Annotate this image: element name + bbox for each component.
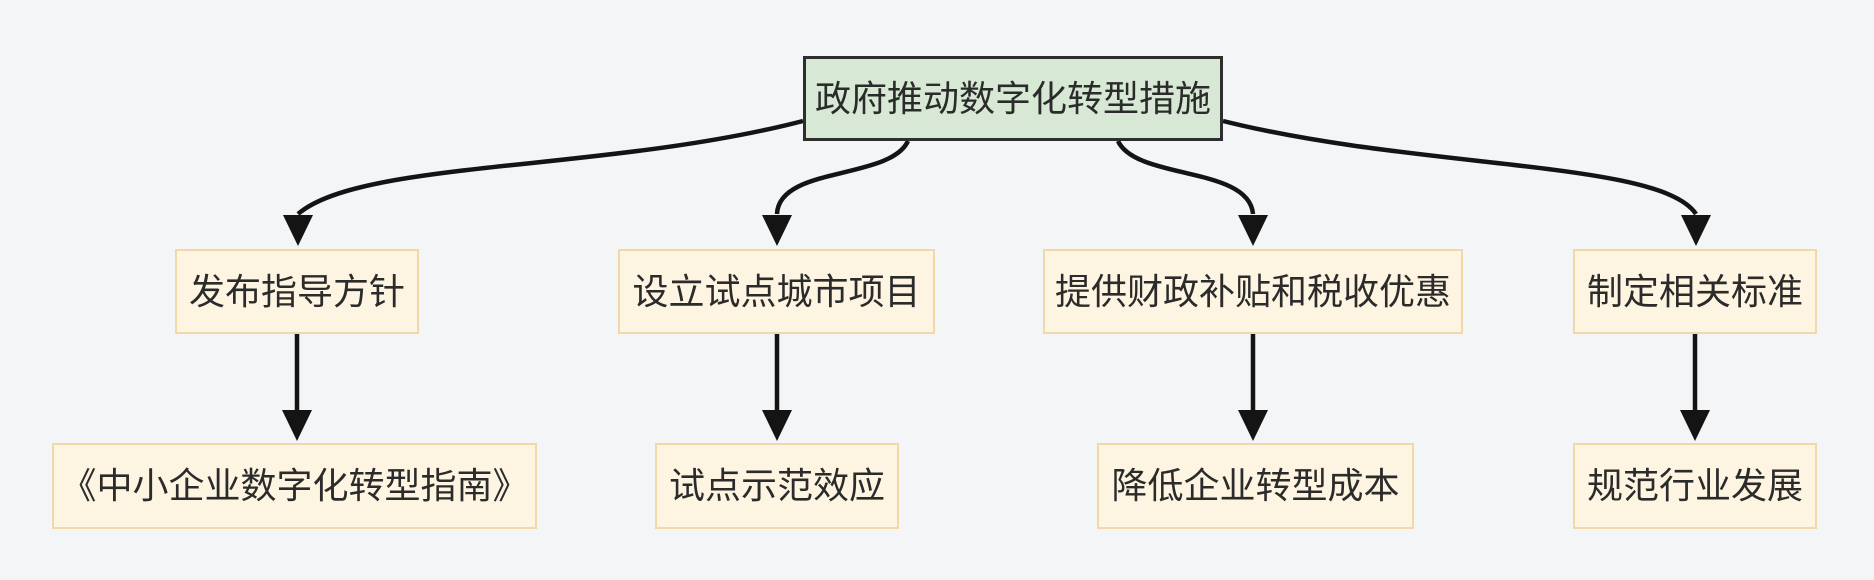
arrowhead-b3-icon <box>1238 410 1268 441</box>
arrowhead-a4-icon <box>1681 215 1711 246</box>
node-label: 设立试点城市项目 <box>632 270 921 312</box>
edge-root-a3 <box>1115 139 1256 215</box>
node-set-standards: 制定相关标准 <box>1573 249 1817 334</box>
node-label: 降低企业转型成本 <box>1111 465 1400 507</box>
edge-root-a2 <box>774 139 911 215</box>
arrowhead-a2-icon <box>762 215 792 246</box>
arrowhead-b4-icon <box>1680 410 1710 441</box>
edge-root-a4 <box>1222 118 1698 216</box>
node-label: 《中小企业数字化转型指南》 <box>60 465 529 507</box>
node-subsidies-tax-incentives: 提供财政补贴和税收优惠 <box>1043 249 1463 334</box>
node-root-label: 政府推动数字化转型措施 <box>814 77 1211 119</box>
node-label: 制定相关标准 <box>1586 270 1803 312</box>
node-root: 政府推动数字化转型措施 <box>803 56 1223 141</box>
arrowhead-a3-icon <box>1238 215 1268 246</box>
node-pilot-demonstration-effect: 试点示范效应 <box>655 443 899 529</box>
node-label: 规范行业发展 <box>1586 465 1803 507</box>
node-sme-transformation-guide: 《中小企业数字化转型指南》 <box>52 443 537 529</box>
arrowhead-a1-icon <box>283 215 313 246</box>
node-regulate-industry-development: 规范行业发展 <box>1573 443 1817 529</box>
node-label: 试点示范效应 <box>668 465 885 507</box>
node-label: 发布指导方针 <box>188 270 405 312</box>
arrowhead-b1-icon <box>282 410 312 441</box>
node-pilot-city-projects: 设立试点城市项目 <box>618 249 935 334</box>
node-lower-transformation-cost: 降低企业转型成本 <box>1097 443 1414 529</box>
edge-root-a1 <box>296 118 804 216</box>
arrowhead-b2-icon <box>762 410 792 441</box>
node-label: 提供财政补贴和税收优惠 <box>1054 270 1451 312</box>
node-publish-guidelines: 发布指导方针 <box>175 249 419 334</box>
